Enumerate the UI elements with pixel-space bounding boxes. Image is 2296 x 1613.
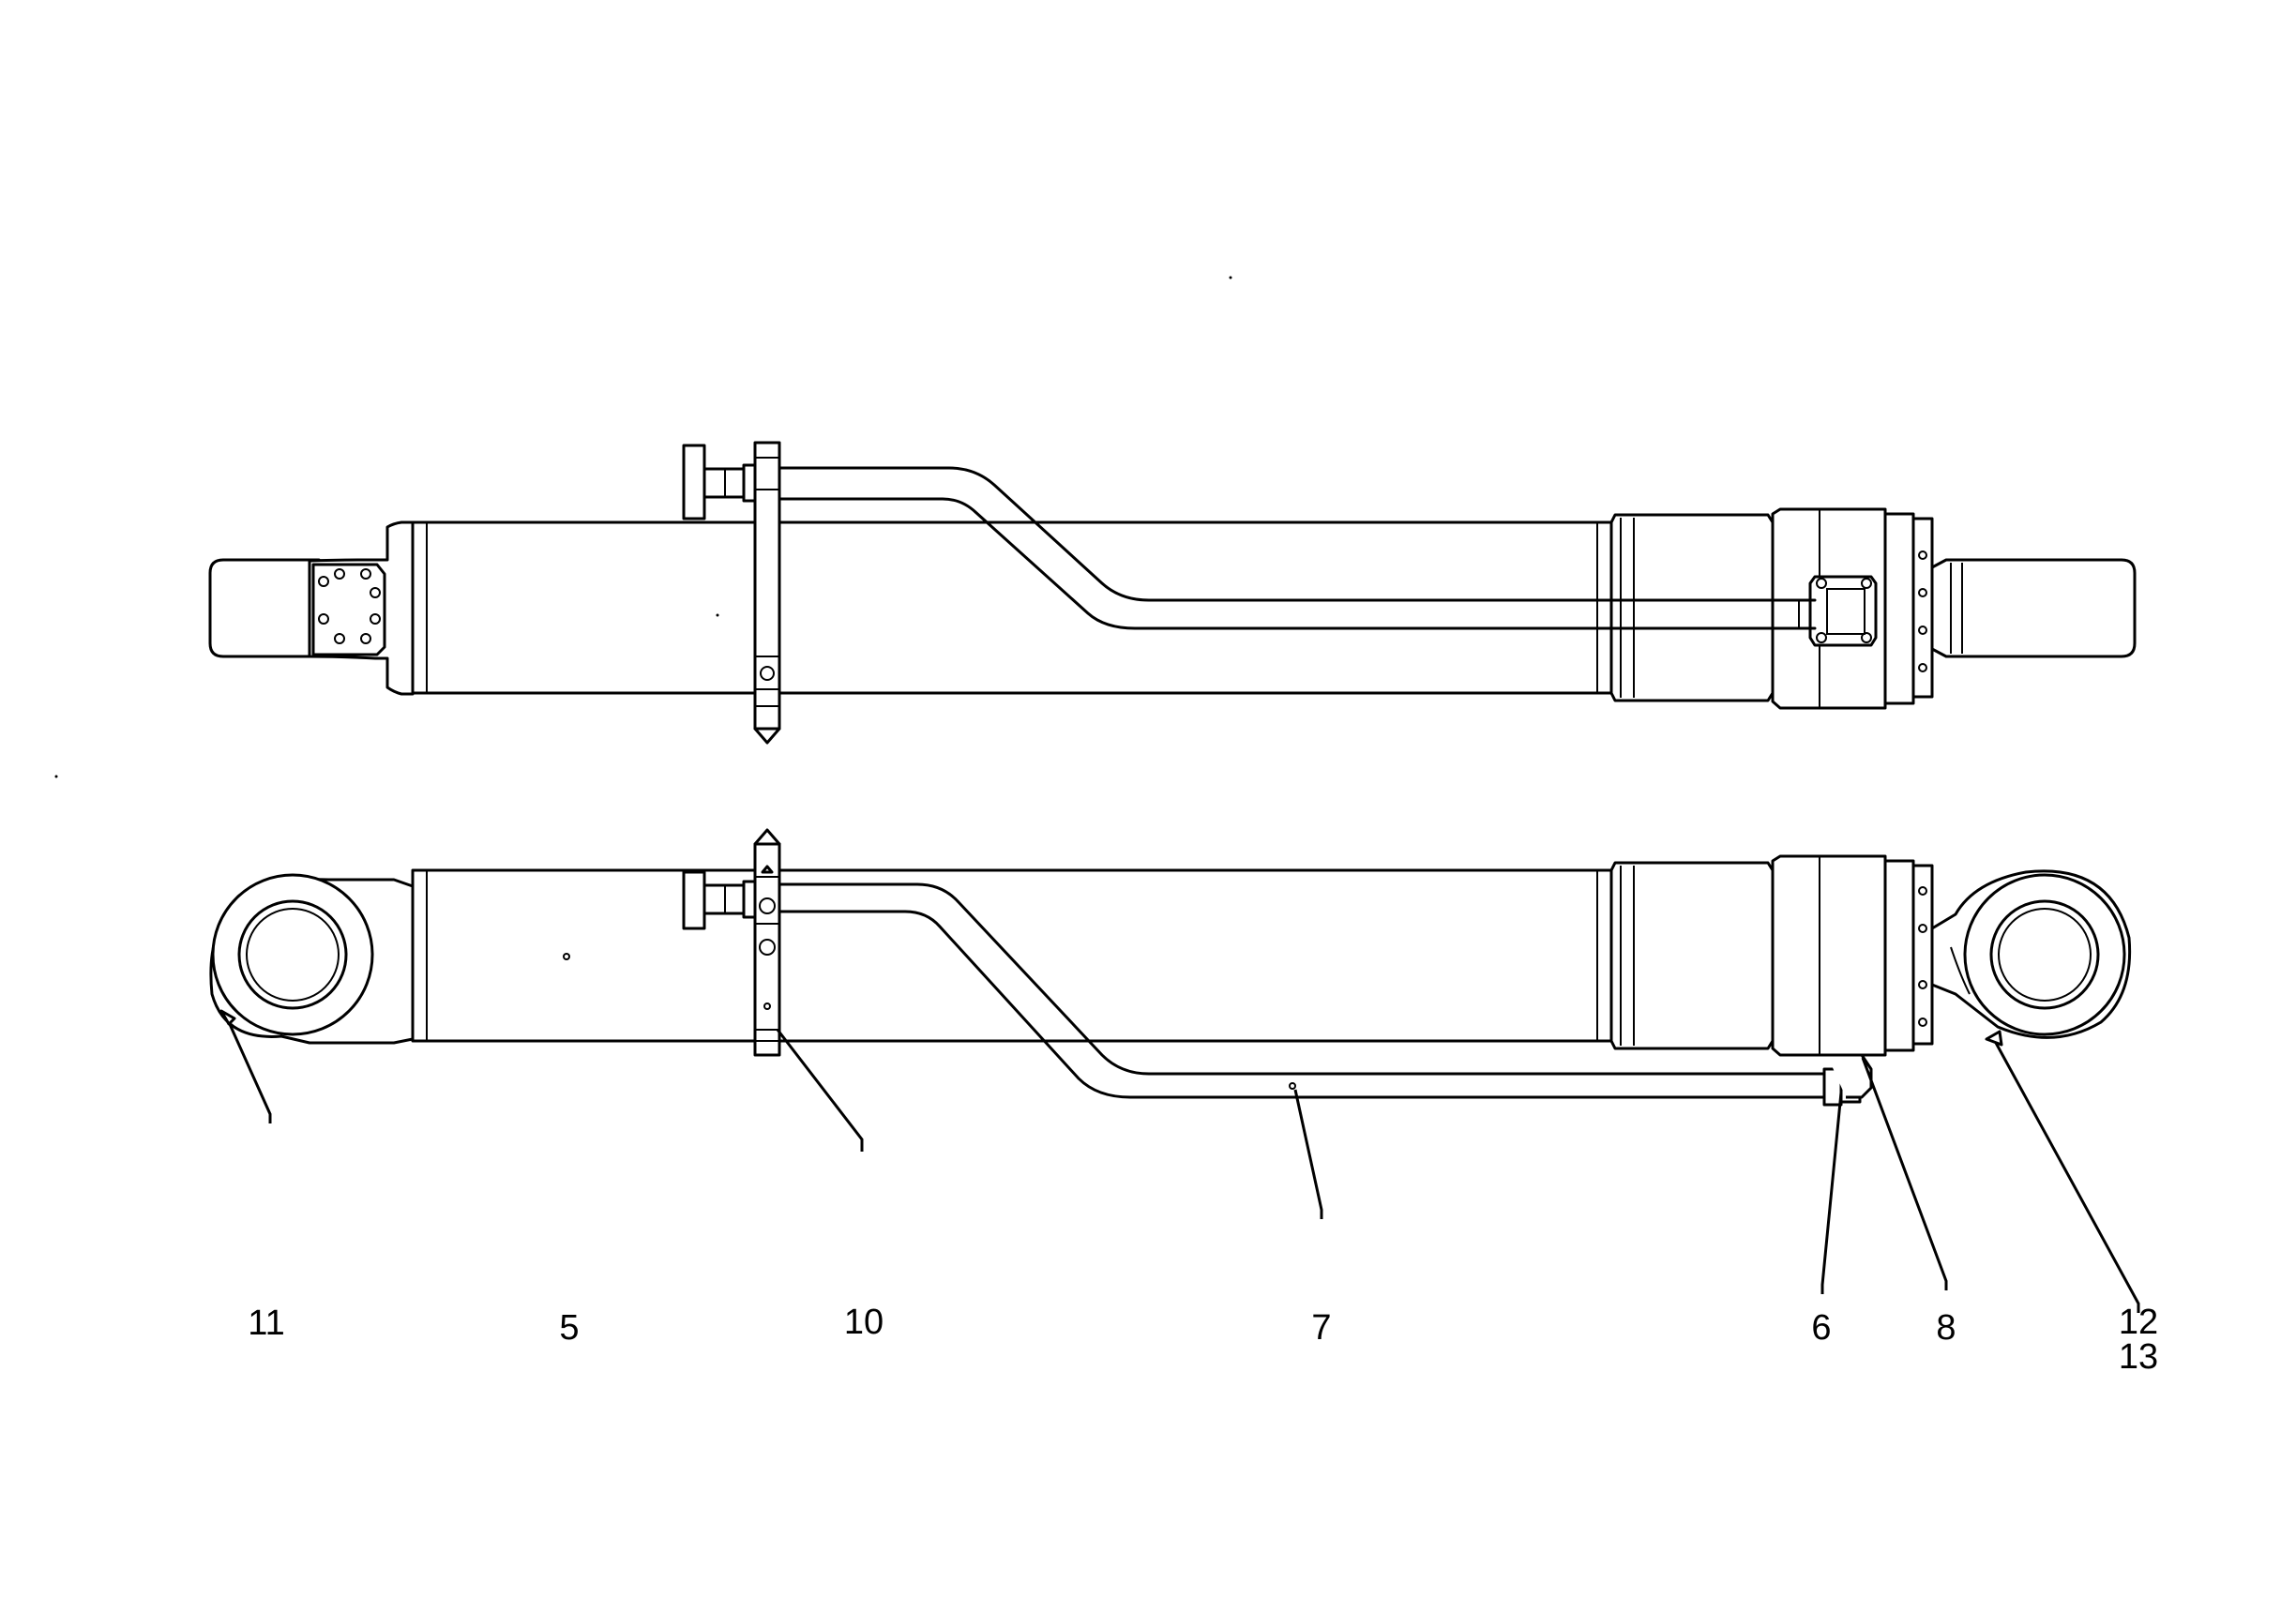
cylinder-top-view [208, 441, 2137, 745]
callout-6: 6 [1811, 1308, 1831, 1348]
callout-numbers: 11 5 10 7 6 8 12 13 [248, 1303, 2158, 1377]
callout-13: 13 [2119, 1337, 2158, 1377]
gland-bolts-side [1918, 886, 1927, 1027]
callout-5: 5 [559, 1308, 579, 1348]
callout-12: 12 [2119, 1303, 2158, 1342]
cylinder-side-view [209, 828, 2132, 1107]
callout-10: 10 [844, 1303, 884, 1342]
gland-bolts-top [1918, 550, 1927, 672]
callout-8: 8 [1936, 1308, 1956, 1348]
callout-leaders [227, 1021, 2140, 1313]
callout-11: 11 [248, 1304, 284, 1343]
flange-bolts-left [318, 568, 381, 644]
callout-7: 7 [1311, 1308, 1331, 1348]
